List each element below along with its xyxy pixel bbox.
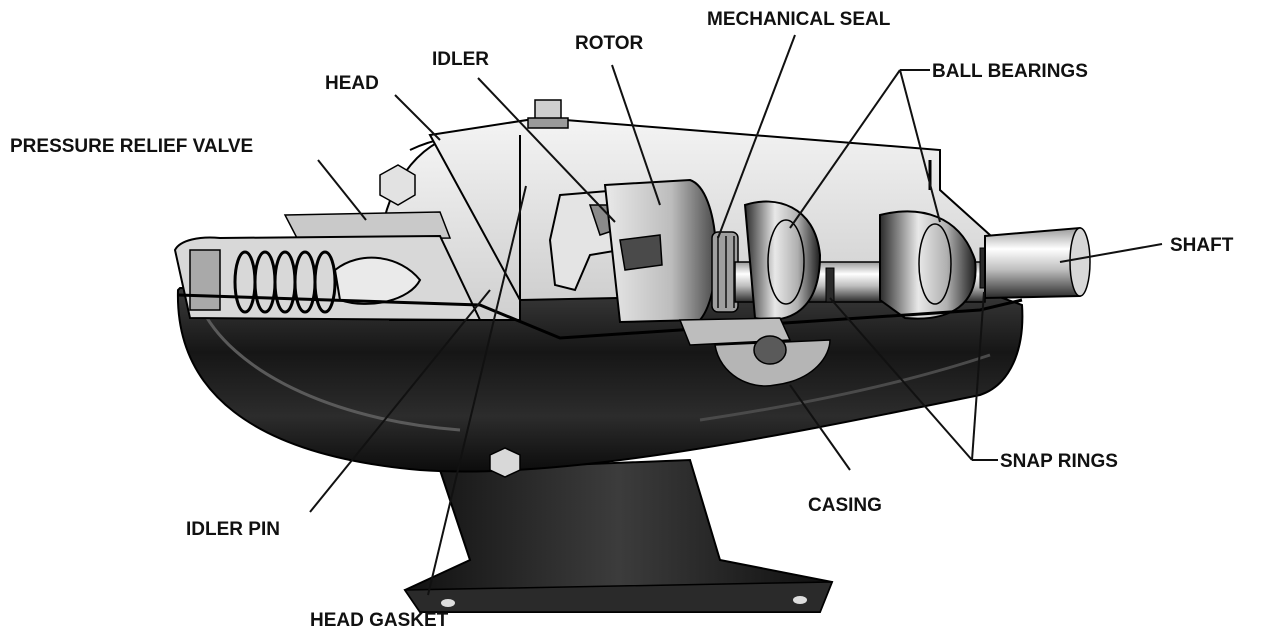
casing-body xyxy=(176,286,1024,478)
leader-head-gasket xyxy=(427,185,527,596)
leader-snap-rings-2 xyxy=(971,291,985,461)
label-casing: CASING xyxy=(808,495,882,516)
top-fitting xyxy=(527,99,569,129)
rotor xyxy=(603,178,718,324)
leader-idler xyxy=(477,77,616,223)
leader-head xyxy=(394,94,441,141)
label-rotor: ROTOR xyxy=(575,33,644,54)
relief-spring xyxy=(233,250,337,314)
label-ball-bearings: BALL BEARINGS xyxy=(932,61,1088,82)
leader-ball-bearings-2 xyxy=(899,69,941,223)
leader-idler-pin xyxy=(309,289,491,513)
mechanical-seal xyxy=(711,231,739,313)
pressure-relief-valve xyxy=(173,211,482,322)
casing-bolt xyxy=(489,447,521,478)
leader-ball-bearings-1 xyxy=(789,69,901,229)
label-mechanical-seal: MECHANICAL SEAL xyxy=(707,9,891,30)
leader-rotor xyxy=(611,64,661,206)
ball-bearing-outer xyxy=(879,210,977,320)
leader-casing xyxy=(789,384,851,471)
casing-port xyxy=(714,335,831,387)
label-snap-rings: SNAP RINGS xyxy=(1000,451,1118,472)
leader-snap-rings-1 xyxy=(829,297,973,461)
snap-ring-left xyxy=(825,267,835,303)
leader-shaft xyxy=(1059,243,1163,263)
drive-shaft xyxy=(984,226,1091,300)
leader-pressure-relief-valve xyxy=(317,159,367,221)
mounting-foot xyxy=(403,458,834,613)
label-shaft: SHAFT xyxy=(1170,235,1234,256)
label-pressure-relief-valve: PRESSURE RELIEF VALVE xyxy=(10,136,253,157)
callout-labels: PRESSURE RELIEF VALVE HEAD IDLER ROTOR M… xyxy=(10,9,1234,631)
label-idler-pin: IDLER PIN xyxy=(186,519,280,540)
leader-lines xyxy=(309,34,1163,596)
label-head-gasket: HEAD GASKET xyxy=(310,610,449,631)
pump-illustration xyxy=(173,99,1091,613)
label-idler: IDLER xyxy=(432,49,489,70)
label-head: HEAD xyxy=(325,73,379,94)
leader-mechanical-seal xyxy=(717,34,796,239)
